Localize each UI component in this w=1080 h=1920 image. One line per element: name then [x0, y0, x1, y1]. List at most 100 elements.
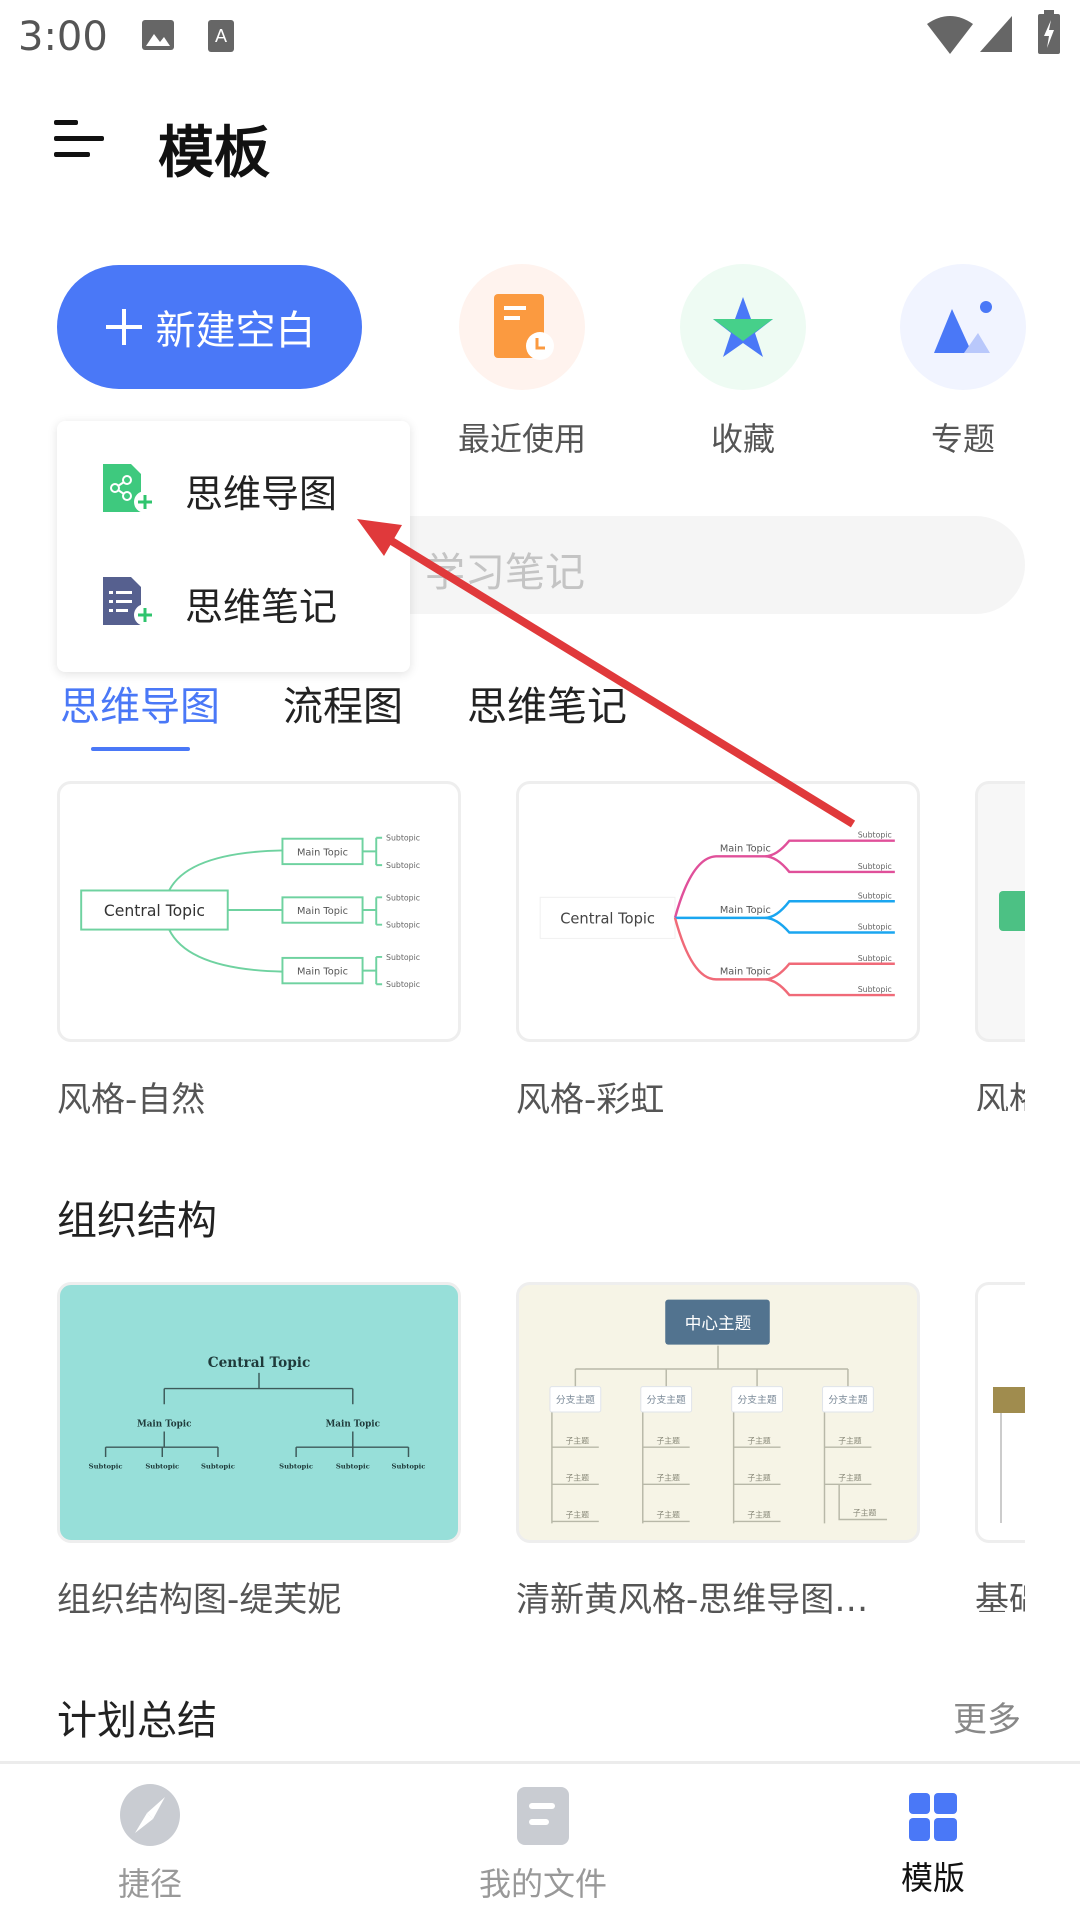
subtopic-text: Subtopic: [392, 1463, 426, 1471]
central-topic-text: Central Topic: [560, 911, 655, 928]
branch-topic-text: 分支主题: [647, 1394, 686, 1406]
recent-document-icon: [494, 294, 554, 360]
main-topic-text: Main Topic: [326, 1420, 380, 1430]
more-link[interactable]: 更多: [953, 1700, 1021, 1740]
star-icon: [713, 297, 773, 357]
template-label: 风格-彩虹: [516, 1080, 665, 1120]
cell-signal-icon: [980, 16, 1012, 52]
popup-item-mind-map[interactable]: 思维导图: [57, 435, 410, 545]
plus-icon: [105, 309, 142, 345]
new-blank-button[interactable]: 新建空白: [57, 265, 362, 389]
main-topic-text: Main Topic: [297, 967, 348, 978]
main-topic-text: Main Topic: [720, 843, 771, 854]
recent-button[interactable]: [459, 264, 585, 390]
template-label: 清新黄风格-思维导图…: [516, 1580, 869, 1620]
template-label: 组织结构图-缇芙妮: [57, 1580, 342, 1620]
subtopic-text: 子主题: [747, 1472, 771, 1482]
tab-flowchart[interactable]: 流程图: [283, 684, 403, 730]
nav-label: 模版: [900, 1859, 965, 1897]
thumbnail-natural: Central Topic Main Topic Main Topic Main…: [80, 834, 420, 989]
nav-label: 我的文件: [478, 1865, 607, 1903]
thumbnail-fresh-yellow: 中心主题 分支主题 分支主题 分支主题 分支主题 子主题 子主题 子主题 子主题…: [549, 1299, 888, 1524]
keyboard-notification-icon: A: [208, 20, 234, 52]
subtopic-text: 子主题: [656, 1510, 680, 1520]
section-title-org: 组织结构: [57, 1198, 217, 1244]
subtopic-text: Subtopic: [858, 891, 892, 900]
nav-templates[interactable]: 模版: [833, 1783, 1033, 1913]
nav-my-files[interactable]: 我的文件: [443, 1783, 643, 1913]
popup-item-mind-notes[interactable]: 思维笔记: [57, 548, 410, 658]
section-title-plan: 计划总结: [57, 1698, 217, 1744]
new-mind-map-icon: [103, 464, 156, 513]
subtopic-text: Subtopic: [386, 980, 420, 989]
branch-topic-text: 分支主题: [556, 1394, 595, 1406]
tab-mind-map[interactable]: 思维导图: [60, 684, 220, 730]
new-mind-notes-icon: [103, 577, 156, 626]
status-time: 3:00: [18, 14, 108, 60]
wifi-icon: [927, 16, 973, 54]
subtopic-text: Subtopic: [201, 1463, 235, 1471]
favorites-label: 收藏: [710, 420, 775, 458]
subtopic-text: Subtopic: [336, 1463, 370, 1471]
popup-item-label: 思维导图: [185, 471, 338, 516]
svg-text:A: A: [215, 26, 227, 46]
subtopic-text: 子主题: [656, 1435, 680, 1445]
template-label: 风格: [975, 1080, 1025, 1111]
subtopic-text: 子主题: [838, 1435, 862, 1445]
subtopic-text: Subtopic: [386, 861, 420, 870]
main-topic-text: Main Topic: [137, 1420, 191, 1430]
subtopic-text: Subtopic: [386, 834, 420, 843]
template-card-fresh-yellow[interactable]: 中心主题 分支主题 分支主题 分支主题 分支主题 子主题 子主题 子主题 子主题…: [516, 1282, 920, 1543]
template-card-tiffany[interactable]: Central Topic Main Topic Main Topic Subt…: [57, 1282, 461, 1543]
menu-icon[interactable]: [54, 118, 104, 160]
template-card-natural[interactable]: Central Topic Main Topic Main Topic Main…: [57, 781, 461, 1042]
subtopic-text: 子主题: [566, 1472, 590, 1482]
branch-topic-text: 分支主题: [738, 1394, 777, 1406]
template-card-rainbow[interactable]: Central Topic Main Topic Main Topic Main…: [516, 781, 920, 1042]
topics-label: 专题: [930, 420, 995, 458]
subtopic-text: 子主题: [838, 1472, 862, 1482]
subtopic-text: Subtopic: [386, 921, 420, 930]
nav-shortcuts[interactable]: 捷径: [50, 1783, 250, 1913]
subtopic-text: 子主题: [853, 1508, 877, 1518]
main-topic-text: Main Topic: [297, 906, 348, 917]
favorites-button[interactable]: [680, 264, 806, 390]
recent-label: 最近使用: [457, 420, 586, 458]
central-topic-text: 中心主题: [685, 1314, 751, 1333]
subtopic-text: 子主题: [566, 1435, 590, 1445]
template-card-peek[interactable]: 基础: [975, 1282, 1025, 1612]
subtopic-text: Subtopic: [858, 862, 892, 871]
central-topic-text: Central Topic: [208, 1355, 311, 1371]
tab-mind-notes[interactable]: 思维笔记: [467, 684, 627, 730]
main-topic-text: Main Topic: [720, 905, 771, 916]
new-blank-popup-menu: 思维导图 思维笔记: [57, 421, 410, 672]
subtopic-text: 子主题: [747, 1435, 771, 1445]
subtopic-text: Subtopic: [145, 1463, 179, 1471]
subtopic-text: Subtopic: [386, 893, 420, 902]
subtopic-text: Subtopic: [858, 954, 892, 963]
subtopic-text: Subtopic: [279, 1463, 313, 1471]
subtopic-text: Subtopic: [386, 953, 420, 962]
subtopic-text: 子主题: [656, 1472, 680, 1482]
search-placeholder: 学习笔记: [425, 550, 585, 596]
thumbnail-rainbow: Central Topic Main Topic Main Topic Main…: [539, 831, 895, 997]
central-topic-text: Central Topic: [104, 901, 205, 920]
main-topic-text: Main Topic: [297, 847, 348, 858]
battery-charging-icon: [1038, 10, 1060, 54]
image-notification-icon: [142, 20, 174, 50]
template-label: 风格-自然: [57, 1080, 206, 1120]
template-label: 基础: [975, 1580, 1025, 1612]
mountain-icon: [934, 301, 992, 353]
page-title: 模板: [158, 121, 270, 186]
popup-item-label: 思维笔记: [185, 584, 338, 629]
topics-button[interactable]: [900, 264, 1026, 390]
main-topic-text: Main Topic: [720, 967, 771, 978]
compass-icon: [120, 1784, 180, 1846]
new-blank-label: 新建空白: [155, 308, 316, 354]
file-icon: [517, 1787, 569, 1845]
subtopic-text: Subtopic: [89, 1463, 123, 1471]
template-card-peek[interactable]: 风格: [975, 781, 1025, 1111]
subtopic-text: Subtopic: [858, 831, 892, 840]
branch-topic-text: 分支主题: [828, 1394, 867, 1406]
templates-grid-icon: [909, 1793, 957, 1841]
